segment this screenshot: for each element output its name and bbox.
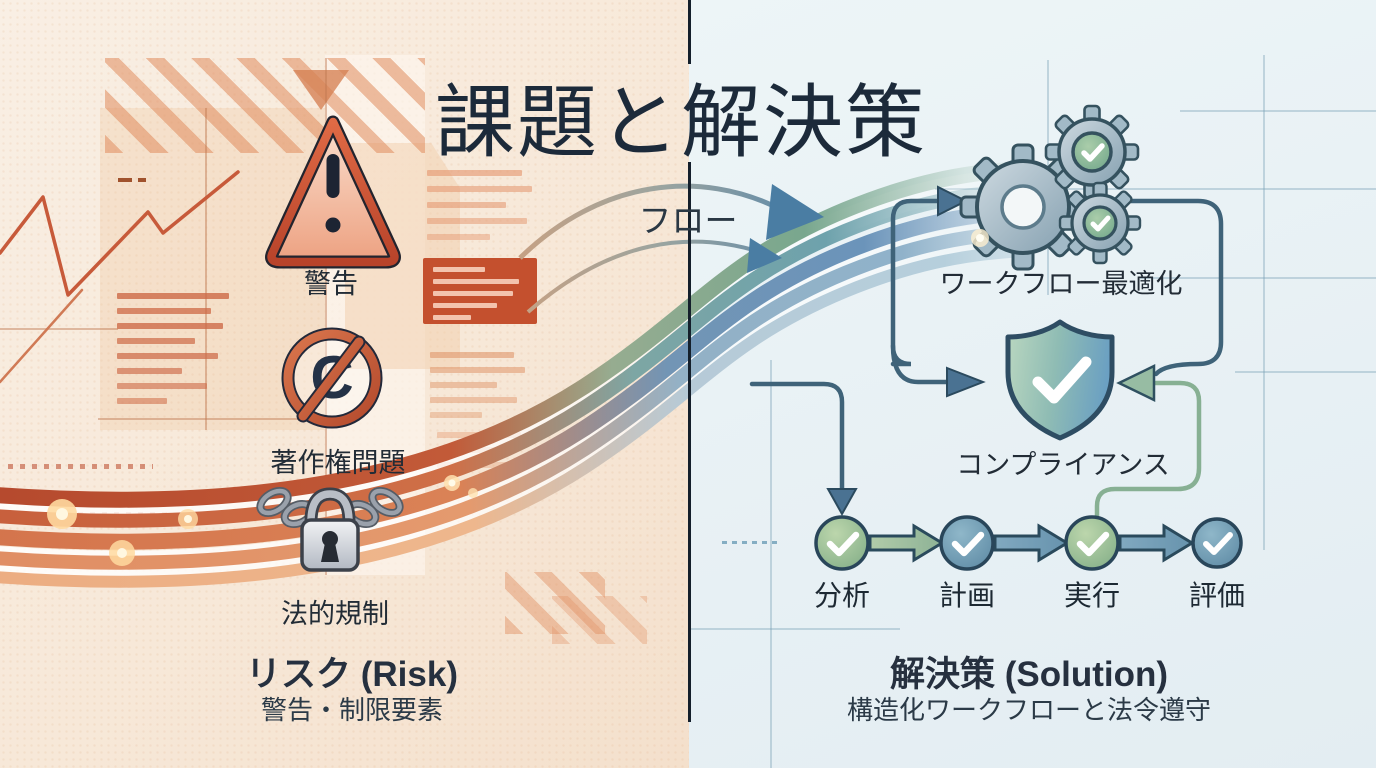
copyright-prohibited-icon: C (281, 327, 383, 429)
decor-text-bars (427, 170, 532, 240)
dashed-grid-line (722, 541, 778, 544)
transition-ribbon (0, 161, 1038, 588)
decor-dash (138, 178, 146, 182)
step-circle-evaluate (1191, 517, 1243, 569)
flow-arrowhead-icon (766, 184, 824, 240)
decor-dot-row (8, 464, 153, 469)
decor-zigzag-chart (0, 170, 240, 384)
grid-line (1263, 55, 1265, 550)
risk-item-label-warning: 警告 (304, 269, 358, 299)
warning-triangle-icon (265, 115, 401, 269)
step-arrow-icon (993, 523, 1070, 563)
center-divider (688, 162, 691, 722)
step-arrow-icon (868, 523, 945, 563)
solution-connectors (749, 185, 1224, 519)
decor-line (205, 108, 207, 430)
risk-caption: リスク (Risk) (246, 655, 458, 694)
compliance-label: コンプライアンス (956, 450, 1170, 480)
decor-dash (118, 178, 132, 182)
decor-line (98, 418, 333, 420)
decor-stripes-bottom (552, 596, 647, 644)
grid-line (770, 360, 772, 768)
step-circle-execute (1064, 515, 1120, 571)
decor-text-bars (117, 293, 229, 404)
step-arrow-icon (1118, 523, 1195, 563)
solution-caption: 解決策 (Solution) (889, 655, 1169, 694)
flow-arrows (518, 183, 824, 314)
grid-line (1235, 371, 1376, 373)
center-divider (688, 0, 691, 64)
workflow-label: ワークフロー最適化 (939, 269, 1183, 299)
decor-red-block (423, 258, 537, 324)
decor-line (0, 328, 118, 330)
decor-glow-dots (47, 229, 989, 566)
solution-subcaption: 構造化ワークフローと法令遵守 (846, 695, 1212, 725)
lock-chains-icon (256, 486, 404, 572)
flow-arrowhead-icon (747, 238, 782, 273)
step-label-plan: 計画 (938, 580, 996, 611)
flow-label: フロー (638, 202, 738, 239)
gears-check-icon (959, 104, 1142, 271)
risk-subcaption: 警告・制限要素 (260, 695, 444, 725)
process-steps (814, 515, 1243, 571)
page-title: 課題と解決策 (435, 78, 927, 167)
grid-line (935, 188, 1376, 190)
grid-line (690, 628, 900, 630)
decor-triangle (293, 70, 349, 110)
step-label-execute: 実行 (1063, 580, 1121, 611)
step-circle-plan (939, 515, 995, 571)
shield-check-icon (1005, 319, 1115, 441)
risk-item-label-copyright: 著作権問題 (270, 448, 406, 478)
decor-stripes-top (105, 58, 425, 153)
step-circle-analysis (814, 515, 870, 571)
grid-line (1140, 277, 1376, 279)
step-label-analysis: 分析 (813, 580, 871, 611)
decor-stripes-bottom (505, 572, 605, 634)
grid-line (1180, 110, 1376, 112)
risk-item-label-legal: 法的規制 (281, 599, 389, 629)
decor-text-bars (430, 352, 525, 418)
step-label-evaluate: 評価 (1188, 580, 1246, 611)
decor-line (325, 58, 327, 575)
